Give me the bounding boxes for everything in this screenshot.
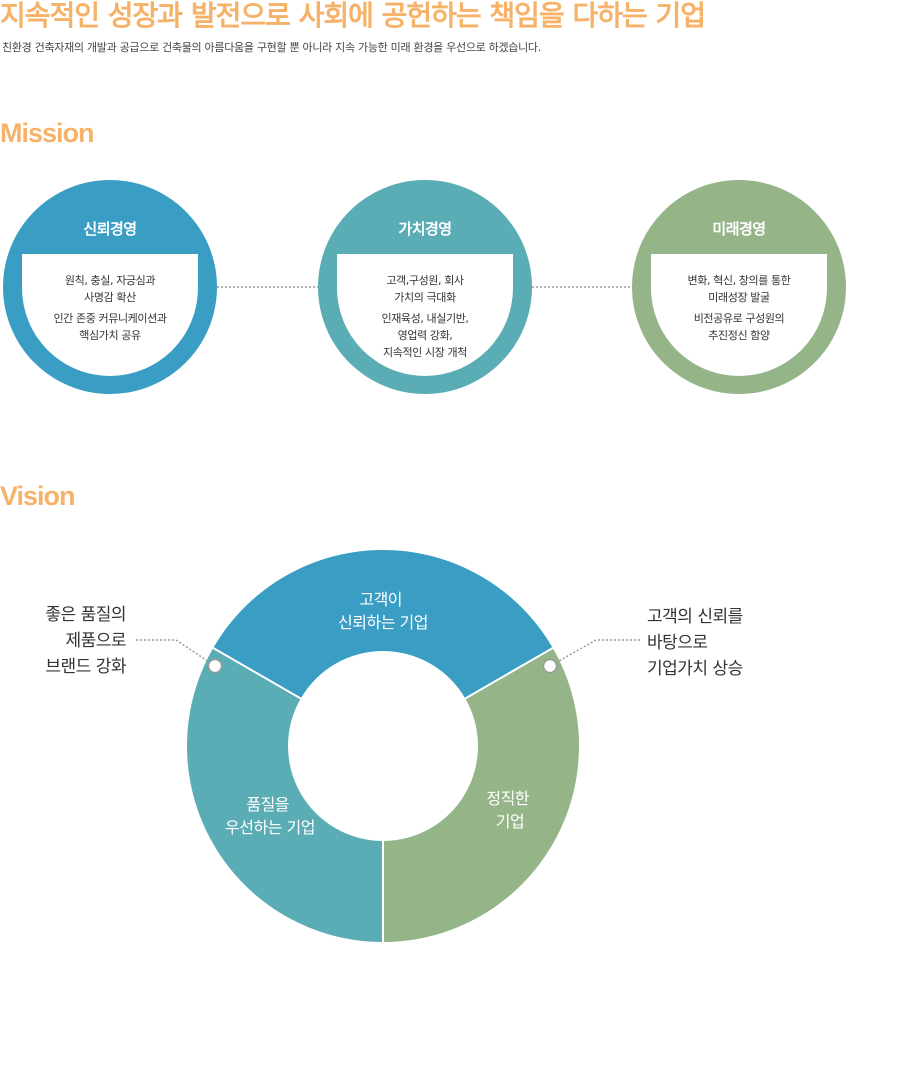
mission-card-title: 신뢰경영 [83, 220, 137, 238]
vision-section-title: Vision [0, 481, 76, 511]
vision-segment-divider [212, 647, 302, 700]
mission-card-trust: 신뢰경영 원칙, 충실, 자긍심과 사명감 확산 인간 존중 커뮤니케이션과 핵… [3, 180, 217, 394]
mission-card-line: 비전공유로 구성원의 추진정신 함양 [693, 312, 785, 342]
mission-card-body: 원칙, 충실, 자긍심과 사명감 확산 인간 존중 커뮤니케이션과 핵심가치 공… [22, 254, 198, 376]
mission-connector-2 [529, 286, 637, 288]
mission-connector-1 [214, 286, 322, 288]
mission-card-body: 변화, 혁신, 창의를 통한 미래성장 발굴 비전공유로 구성원의 추진정신 함… [651, 254, 827, 376]
mission-card-line: 인재육성, 내실기반, 영업력 강화, 지속적인 시장 개척 [381, 312, 469, 359]
mission-card-line: 변화, 혁신, 창의를 통한 미래성장 발굴 [687, 274, 791, 304]
vision-left-note: 좋은 품질의 제품으로 브랜드 강화 [45, 605, 126, 677]
page-headline: 지속적인 성장과 발전으로 사회에 공헌하는 책임을 다하는 기업 [0, 0, 706, 32]
mission-card-line: 원칙, 충실, 자긍심과 사명감 확산 [64, 274, 156, 304]
vision-right-note: 고객의 신뢰를 바탕으로 기업가치 상승 [647, 607, 743, 679]
vision-segment-customer-trust [213, 550, 553, 699]
page-subtitle: 친환경 건축자재의 개발과 공급으로 건축물의 아름다움을 구현할 뿐 아니라 … [2, 41, 541, 54]
vision-segment-label-quality: 품질을 우선하는 기업 [225, 795, 315, 837]
mission-card-line: 고객,구성원, 회사 가치의 극대화 [386, 274, 464, 304]
mission-card-value: 가치경영 고객,구성원, 회사 가치의 극대화 인재육성, 내실기반, 영업력 … [318, 180, 532, 394]
mission-card-body: 고객,구성원, 회사 가치의 극대화 인재육성, 내실기반, 영업력 강화, 지… [337, 254, 513, 376]
vision-segment-honest [383, 648, 579, 942]
vision-donut-chart: 고객이 신뢰하는 기업 정직한 기업 품질을 우선하는 기업 [187, 550, 579, 942]
mission-card-title: 미래경영 [712, 220, 766, 238]
vision-segment-label-honest: 정직한 기업 [486, 789, 533, 831]
mission-card-line: 인간 존중 커뮤니케이션과 핵심가치 공유 [53, 312, 167, 342]
mission-card-future: 미래경영 변화, 혁신, 창의를 통한 미래성장 발굴 비전공유로 구성원의 추… [632, 180, 846, 394]
vision-segment-divider [464, 647, 554, 700]
mission-section-title: Mission [0, 118, 95, 148]
vision-segment-quality [187, 648, 383, 942]
mission-card-title: 가치경영 [398, 220, 452, 238]
vision-segment-label-customer-trust: 고객이 신뢰하는 기업 [338, 590, 428, 632]
